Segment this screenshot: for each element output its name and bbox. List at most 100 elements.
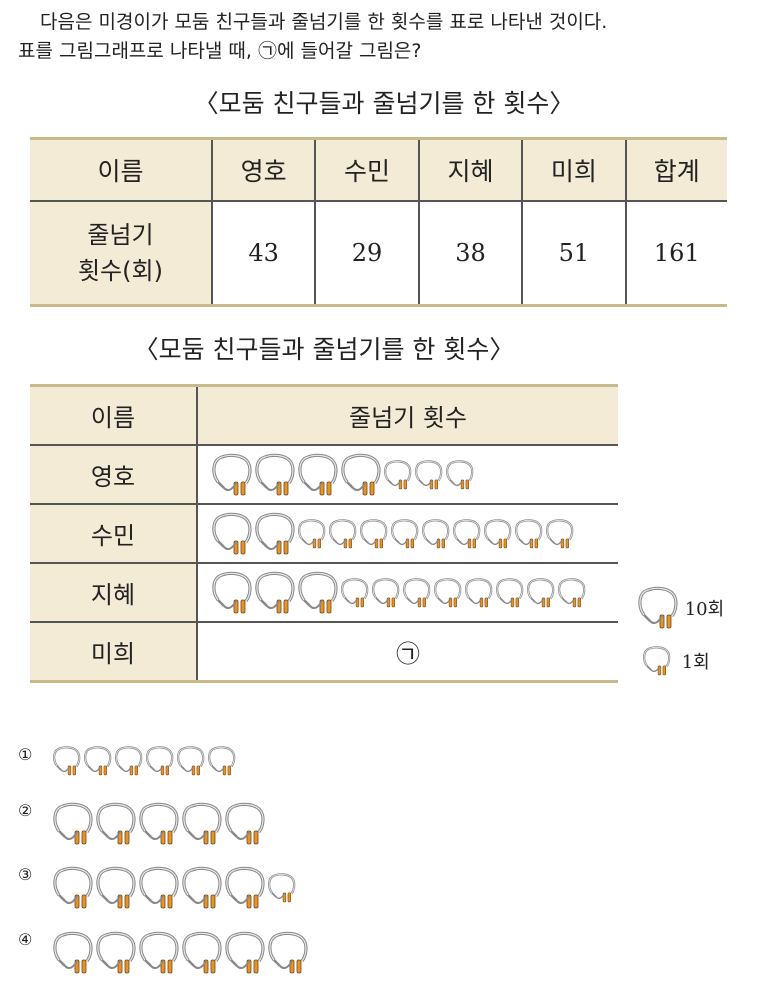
table-header-row: 이름 영호 수민 지혜 미희 합계 xyxy=(30,138,727,201)
option-2-ropes xyxy=(51,802,266,845)
rope-10-icon xyxy=(182,931,222,974)
rope-1-icon xyxy=(484,518,512,548)
graph-pics-jihye xyxy=(197,562,618,622)
rope-10-icon xyxy=(255,512,295,554)
rope-1-icon xyxy=(115,746,143,776)
rope-10-icon xyxy=(225,866,265,909)
header-sumin: 수민 xyxy=(314,138,419,201)
option-1-ropes xyxy=(51,746,237,776)
option-3[interactable]: ③ xyxy=(18,865,297,911)
rope-1-icon xyxy=(515,518,543,548)
option-2[interactable]: ② xyxy=(18,801,266,847)
rope-1-icon xyxy=(360,518,388,548)
rope-1-icon xyxy=(446,459,474,489)
header-total: 합계 xyxy=(624,138,727,201)
graph-name-youngho: 영호 xyxy=(30,444,198,504)
rope-10-icon xyxy=(212,453,252,495)
legend-small: 1회 xyxy=(641,645,710,677)
header-youngho: 영호 xyxy=(210,138,316,201)
legend-small-rope-icon xyxy=(641,646,672,676)
graph-header-count: 줄넘기 횟수 xyxy=(197,385,618,445)
option-4-ropes xyxy=(51,931,309,974)
graph-row-youngho: 영호 xyxy=(30,444,618,504)
rope-10-icon xyxy=(212,512,252,554)
legend-rope-icon xyxy=(643,646,671,676)
rope-1-icon xyxy=(391,518,419,548)
rope-10-icon xyxy=(53,802,93,845)
rope-10-icon xyxy=(182,802,222,845)
graph-header-row: 이름 줄넘기 횟수 xyxy=(30,385,618,445)
rope-1-icon xyxy=(341,577,369,607)
value-mihui: 51 xyxy=(521,200,626,306)
graph-row-mihui: 미희 ㉠ xyxy=(30,621,618,682)
rope-10-icon xyxy=(268,931,308,974)
table-value-row: 줄넘기 횟수(회) 43 29 38 51 161 xyxy=(30,200,727,306)
rope-1-icon xyxy=(329,518,357,548)
rope-1-icon xyxy=(527,577,555,607)
rope-1-icon xyxy=(268,873,296,903)
rope-1-icon xyxy=(146,746,174,776)
rope-10-icon xyxy=(53,866,93,909)
legend-big: 10회 xyxy=(636,585,724,631)
rope-10-icon xyxy=(255,453,295,495)
rope-1-icon xyxy=(546,518,574,548)
graph-row-sumin: 수민 xyxy=(30,503,618,563)
rope-10-icon xyxy=(182,866,222,909)
rope-10-icon xyxy=(139,866,179,909)
option-1[interactable]: ① xyxy=(18,745,237,777)
legend-rope-icon xyxy=(638,586,678,629)
header-name: 이름 xyxy=(30,138,212,201)
graph-name-mihui: 미희 xyxy=(30,621,198,682)
rope-1-icon xyxy=(53,746,81,776)
rope-1-icon xyxy=(496,577,524,607)
header-mihui: 미희 xyxy=(521,138,626,201)
rope-10-icon xyxy=(225,802,265,845)
rope-10-icon xyxy=(298,453,338,495)
question-line-2: 표를 그림그래프로 나타낼 때, ㉠에 들어갈 그림은? xyxy=(18,40,422,62)
value-youngho: 43 xyxy=(210,200,316,306)
rope-10-icon xyxy=(225,931,265,974)
option-1-number: ① xyxy=(18,745,33,764)
value-sumin: 29 xyxy=(314,200,419,306)
rope-10-icon xyxy=(255,571,295,613)
value-total: 161 xyxy=(624,200,727,306)
rope-1-icon xyxy=(422,518,450,548)
picture-graph: 이름 줄넘기 횟수 영호 수민 지혜 미희 ㉠ xyxy=(30,384,618,683)
rope-10-icon xyxy=(212,571,252,613)
rope-10-icon xyxy=(139,931,179,974)
rope-10-icon xyxy=(96,802,136,845)
rope-1-icon xyxy=(298,518,326,548)
option-4[interactable]: ④ xyxy=(18,930,309,976)
option-3-ropes xyxy=(51,866,297,909)
count-table: 이름 영호 수민 지혜 미희 합계 줄넘기 횟수(회) 43 29 38 51 … xyxy=(30,137,727,307)
option-4-number: ④ xyxy=(18,930,33,949)
question-text: 다음은 미경이가 모둠 친구들과 줄넘기를 한 횟수를 표로 나타낸 것이다. … xyxy=(18,8,763,66)
graph-name-sumin: 수민 xyxy=(30,503,198,563)
legend-big-label: 10회 xyxy=(684,599,725,620)
rope-1-icon xyxy=(208,746,236,776)
rope-1-icon xyxy=(415,459,443,489)
rope-10-icon xyxy=(96,931,136,974)
rope-1-icon xyxy=(84,746,112,776)
graph-name-jihye: 지혜 xyxy=(30,562,198,622)
legend-big-rope-icon xyxy=(636,586,679,629)
rope-1-icon xyxy=(453,518,481,548)
rope-10-icon xyxy=(298,571,338,613)
header-jihye: 지혜 xyxy=(417,138,523,201)
row-label-line2: 횟수(회) xyxy=(77,257,163,285)
rope-10-icon xyxy=(53,931,93,974)
rope-1-icon xyxy=(558,577,586,607)
graph-pics-youngho xyxy=(197,444,618,504)
rope-10-icon xyxy=(341,453,381,495)
rope-10-icon xyxy=(139,802,179,845)
rope-10-icon xyxy=(96,866,136,909)
graph-row-jihye: 지혜 xyxy=(30,562,618,622)
row-label: 줄넘기 횟수(회) xyxy=(30,200,212,306)
option-3-number: ③ xyxy=(18,865,33,884)
rope-1-icon xyxy=(434,577,462,607)
graph-blank-mihui: ㉠ xyxy=(197,621,618,682)
row-label-line1: 줄넘기 xyxy=(87,221,154,249)
rope-1-icon xyxy=(372,577,400,607)
graph-title: 〈모둠 친구들과 줄넘기를 한 횟수〉 xyxy=(133,335,515,364)
rope-1-icon xyxy=(465,577,493,607)
